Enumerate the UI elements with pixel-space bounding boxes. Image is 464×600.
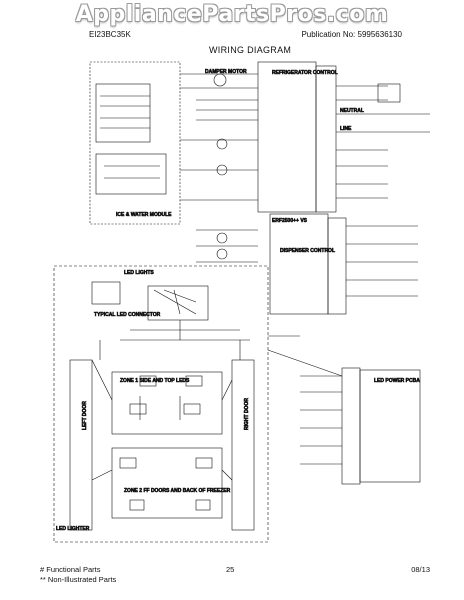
page-title: WIRING DIAGRAM: [209, 45, 292, 55]
dispenser-connector-strip: [327, 217, 347, 315]
zone1-box: [111, 371, 223, 435]
typical-led-connector-label: TYPICAL LED CONNECTOR: [94, 312, 161, 318]
publication-number: Publication No: 5995636130: [301, 30, 402, 39]
revision-date: 08/13: [411, 565, 430, 574]
refrigerator-control-box: [257, 61, 317, 213]
non-illustrated-note: ** Non-Illustrated Parts: [40, 575, 117, 584]
model-number: EI23BC35K: [89, 30, 131, 39]
led-lights-label: LED LIGHTS: [124, 270, 154, 276]
damper-motor-symbol: [213, 73, 227, 87]
ice-fan-symbol: [216, 248, 228, 260]
pcba-connector-strip: [341, 367, 361, 485]
left-door-panel: [69, 359, 93, 531]
led-lights-frame: [53, 265, 269, 543]
zone1-label: ZONE 1 SIDE AND TOP LEDS: [120, 378, 190, 384]
control-connector-strip: [315, 65, 337, 213]
neutral-label: NEUTRAL: [340, 108, 364, 114]
zone2-label: ZONE 2 FF DOORS AND BACK OF FREEZER: [124, 488, 231, 494]
led-power-pcba-label: LED POWER PCBA: [374, 378, 420, 384]
zone2-box: [111, 447, 223, 519]
refrigerator-control-label: REFRIGERATOR CONTROL: [272, 70, 338, 76]
twist-motor-symbol: [216, 232, 228, 244]
evap-fan-motor-symbol: [216, 138, 228, 150]
page-number: 25: [226, 565, 235, 574]
line-label: LINE: [340, 126, 352, 132]
watermark-logo: AppliancePartsPros.com: [75, 2, 389, 27]
ice-water-module-box: [89, 61, 181, 225]
right-door-label: RIGHT DOOR: [244, 398, 250, 430]
damper-motor-label: DAMPER MOTOR: [205, 69, 247, 75]
ref-relay-box: [377, 83, 401, 103]
dispenser-control-box: [269, 213, 329, 315]
auger-block: [95, 153, 167, 195]
ice-water-module-label: ICE & WATER MODULE: [116, 212, 172, 218]
erf-filter-label: ERF2500++ VS: [272, 218, 308, 224]
functional-parts-note: # Functional Parts: [40, 565, 101, 574]
condenser-fan-symbol: [216, 164, 228, 176]
ice-maker-block: [95, 83, 151, 143]
led-connector-j: [91, 281, 121, 305]
led-lighter-label: LED LIGHTER: [56, 526, 90, 532]
dispenser-control-label: DISPENSER CONTROL: [280, 248, 335, 254]
led-power-pcba-box: [359, 369, 421, 483]
right-door-panel: [231, 359, 255, 531]
led-harness-splice: [147, 285, 209, 321]
left-door-label: LEFT DOOR: [82, 401, 88, 430]
